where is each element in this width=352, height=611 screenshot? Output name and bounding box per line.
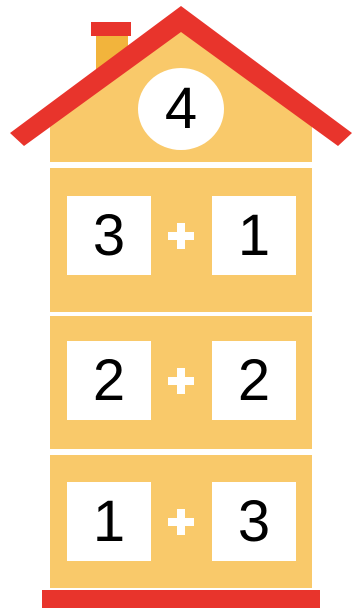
right-addend: 2 (238, 352, 270, 410)
left-addend: 3 (93, 207, 125, 265)
plus-icon (168, 509, 194, 535)
left-addend: 2 (93, 352, 125, 410)
left-addend-cell: 2 (67, 341, 151, 420)
left-addend: 1 (93, 493, 125, 551)
left-addend-cell: 1 (67, 482, 151, 561)
total-number: 4 (165, 80, 197, 138)
plus-icon (168, 223, 194, 249)
right-addend: 1 (238, 207, 270, 265)
plus-icon (168, 368, 194, 394)
foundation (42, 590, 320, 608)
floor-1: 3 1 (50, 168, 312, 312)
total-number-circle: 4 (138, 68, 224, 150)
floor-2: 2 2 (50, 316, 312, 449)
right-addend-cell: 3 (212, 482, 296, 561)
right-addend-cell: 2 (212, 341, 296, 420)
floor-3: 1 3 (50, 455, 312, 588)
right-addend: 3 (238, 493, 270, 551)
left-addend-cell: 3 (67, 196, 151, 275)
right-addend-cell: 1 (212, 196, 296, 275)
